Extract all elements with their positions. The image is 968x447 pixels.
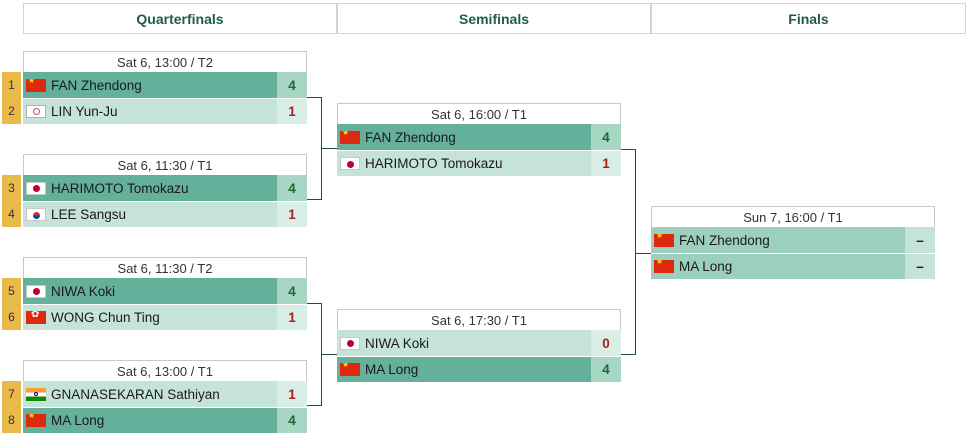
japan-flag-icon [340,157,360,170]
seed-badge: 6 [2,304,21,330]
chinese-taipei-flag-icon [26,105,46,118]
seed-badge: 3 [2,175,21,201]
player-row[interactable]: LIN Yun-Ju 1 [23,98,307,124]
player-row[interactable]: MA Long – [651,253,935,279]
india-flag-icon [26,387,46,401]
player-name: FAN Zhendong [51,77,142,93]
player-row[interactable]: NIWA Koki 4 [23,278,307,304]
player-name: GNANASEKARAN Sathiyan [51,386,220,402]
player-name: LIN Yun-Ju [51,104,118,119]
bracket-connector [636,253,651,254]
player-name: NIWA Koki [51,283,116,299]
player-score: 4 [277,175,307,201]
player-score: 4 [591,357,621,382]
bracket-connector [322,354,337,355]
seed-badge: 5 [2,278,21,304]
player-row[interactable]: WONG Chun Ting 1 [23,304,307,330]
player-name: NIWA Koki [365,335,430,351]
seed-badge: 8 [2,407,21,433]
player-row[interactable]: FAN Zhendong 4 [23,72,307,98]
bracket-connector [322,148,337,149]
china-flag-icon [340,363,360,376]
player-row[interactable]: HARIMOTO Tomokazu 1 [337,150,621,176]
player-name: FAN Zhendong [365,129,456,145]
player-score: 4 [277,278,307,304]
japan-flag-icon [26,284,46,298]
player-row[interactable]: LEE Sangsu 1 [23,201,307,227]
seed-badge: 7 [2,381,21,407]
player-score: 1 [277,99,307,124]
japan-flag-icon [26,181,46,195]
player-row[interactable]: MA Long 4 [337,356,621,382]
round-header-quarterfinals: Quarterfinals [23,3,337,34]
player-score: 1 [277,305,307,330]
china-flag-icon [654,260,674,273]
player-row[interactable]: NIWA Koki 0 [337,330,621,356]
player-name: LEE Sangsu [51,207,127,222]
japan-flag-icon [340,336,360,350]
bracket-connector [621,149,636,355]
player-name: WONG Chun Ting [51,310,160,325]
round-header-semifinals: Semifinals [337,3,651,34]
player-score: 1 [277,381,307,407]
player-row[interactable]: MA Long 4 [23,407,307,433]
match-time: Sat 6, 13:00 / T2 [23,51,307,72]
player-name: MA Long [679,259,733,274]
china-flag-icon [340,130,360,144]
china-flag-icon [26,78,46,92]
player-name: HARIMOTO Tomokazu [365,156,503,171]
player-row[interactable]: GNANASEKARAN Sathiyan 1 [23,381,307,407]
match-time: Sat 6, 17:30 / T1 [337,309,621,330]
bracket-connector [307,97,322,200]
bracket-connector [307,303,322,406]
player-score: – [905,227,935,253]
player-name: HARIMOTO Tomokazu [51,180,189,196]
player-score: 4 [277,408,307,433]
player-score: 1 [591,151,621,176]
player-score: – [905,254,935,279]
player-row[interactable]: FAN Zhendong 4 [337,124,621,150]
china-flag-icon [26,414,46,427]
korea-flag-icon [26,208,46,221]
player-row[interactable]: HARIMOTO Tomokazu 4 [23,175,307,201]
player-score: 4 [277,72,307,98]
player-row[interactable]: FAN Zhendong – [651,227,935,253]
player-score: 4 [591,124,621,150]
player-name: MA Long [365,362,419,377]
match-time: Sat 6, 11:30 / T2 [23,257,307,278]
match-time: Sat 6, 13:00 / T1 [23,360,307,381]
match-time: Sat 6, 11:30 / T1 [23,154,307,175]
seed-badge: 1 [2,72,21,98]
hong-kong-flag-icon [26,311,46,324]
player-score: 0 [591,330,621,356]
china-flag-icon [654,233,674,247]
seed-badge: 4 [2,201,21,227]
player-name: FAN Zhendong [679,232,770,248]
round-header-finals: Finals [651,3,966,34]
match-time: Sun 7, 16:00 / T1 [651,206,935,227]
match-time: Sat 6, 16:00 / T1 [337,103,621,124]
player-name: MA Long [51,413,105,428]
seed-badge: 2 [2,98,21,124]
player-score: 1 [277,202,307,227]
